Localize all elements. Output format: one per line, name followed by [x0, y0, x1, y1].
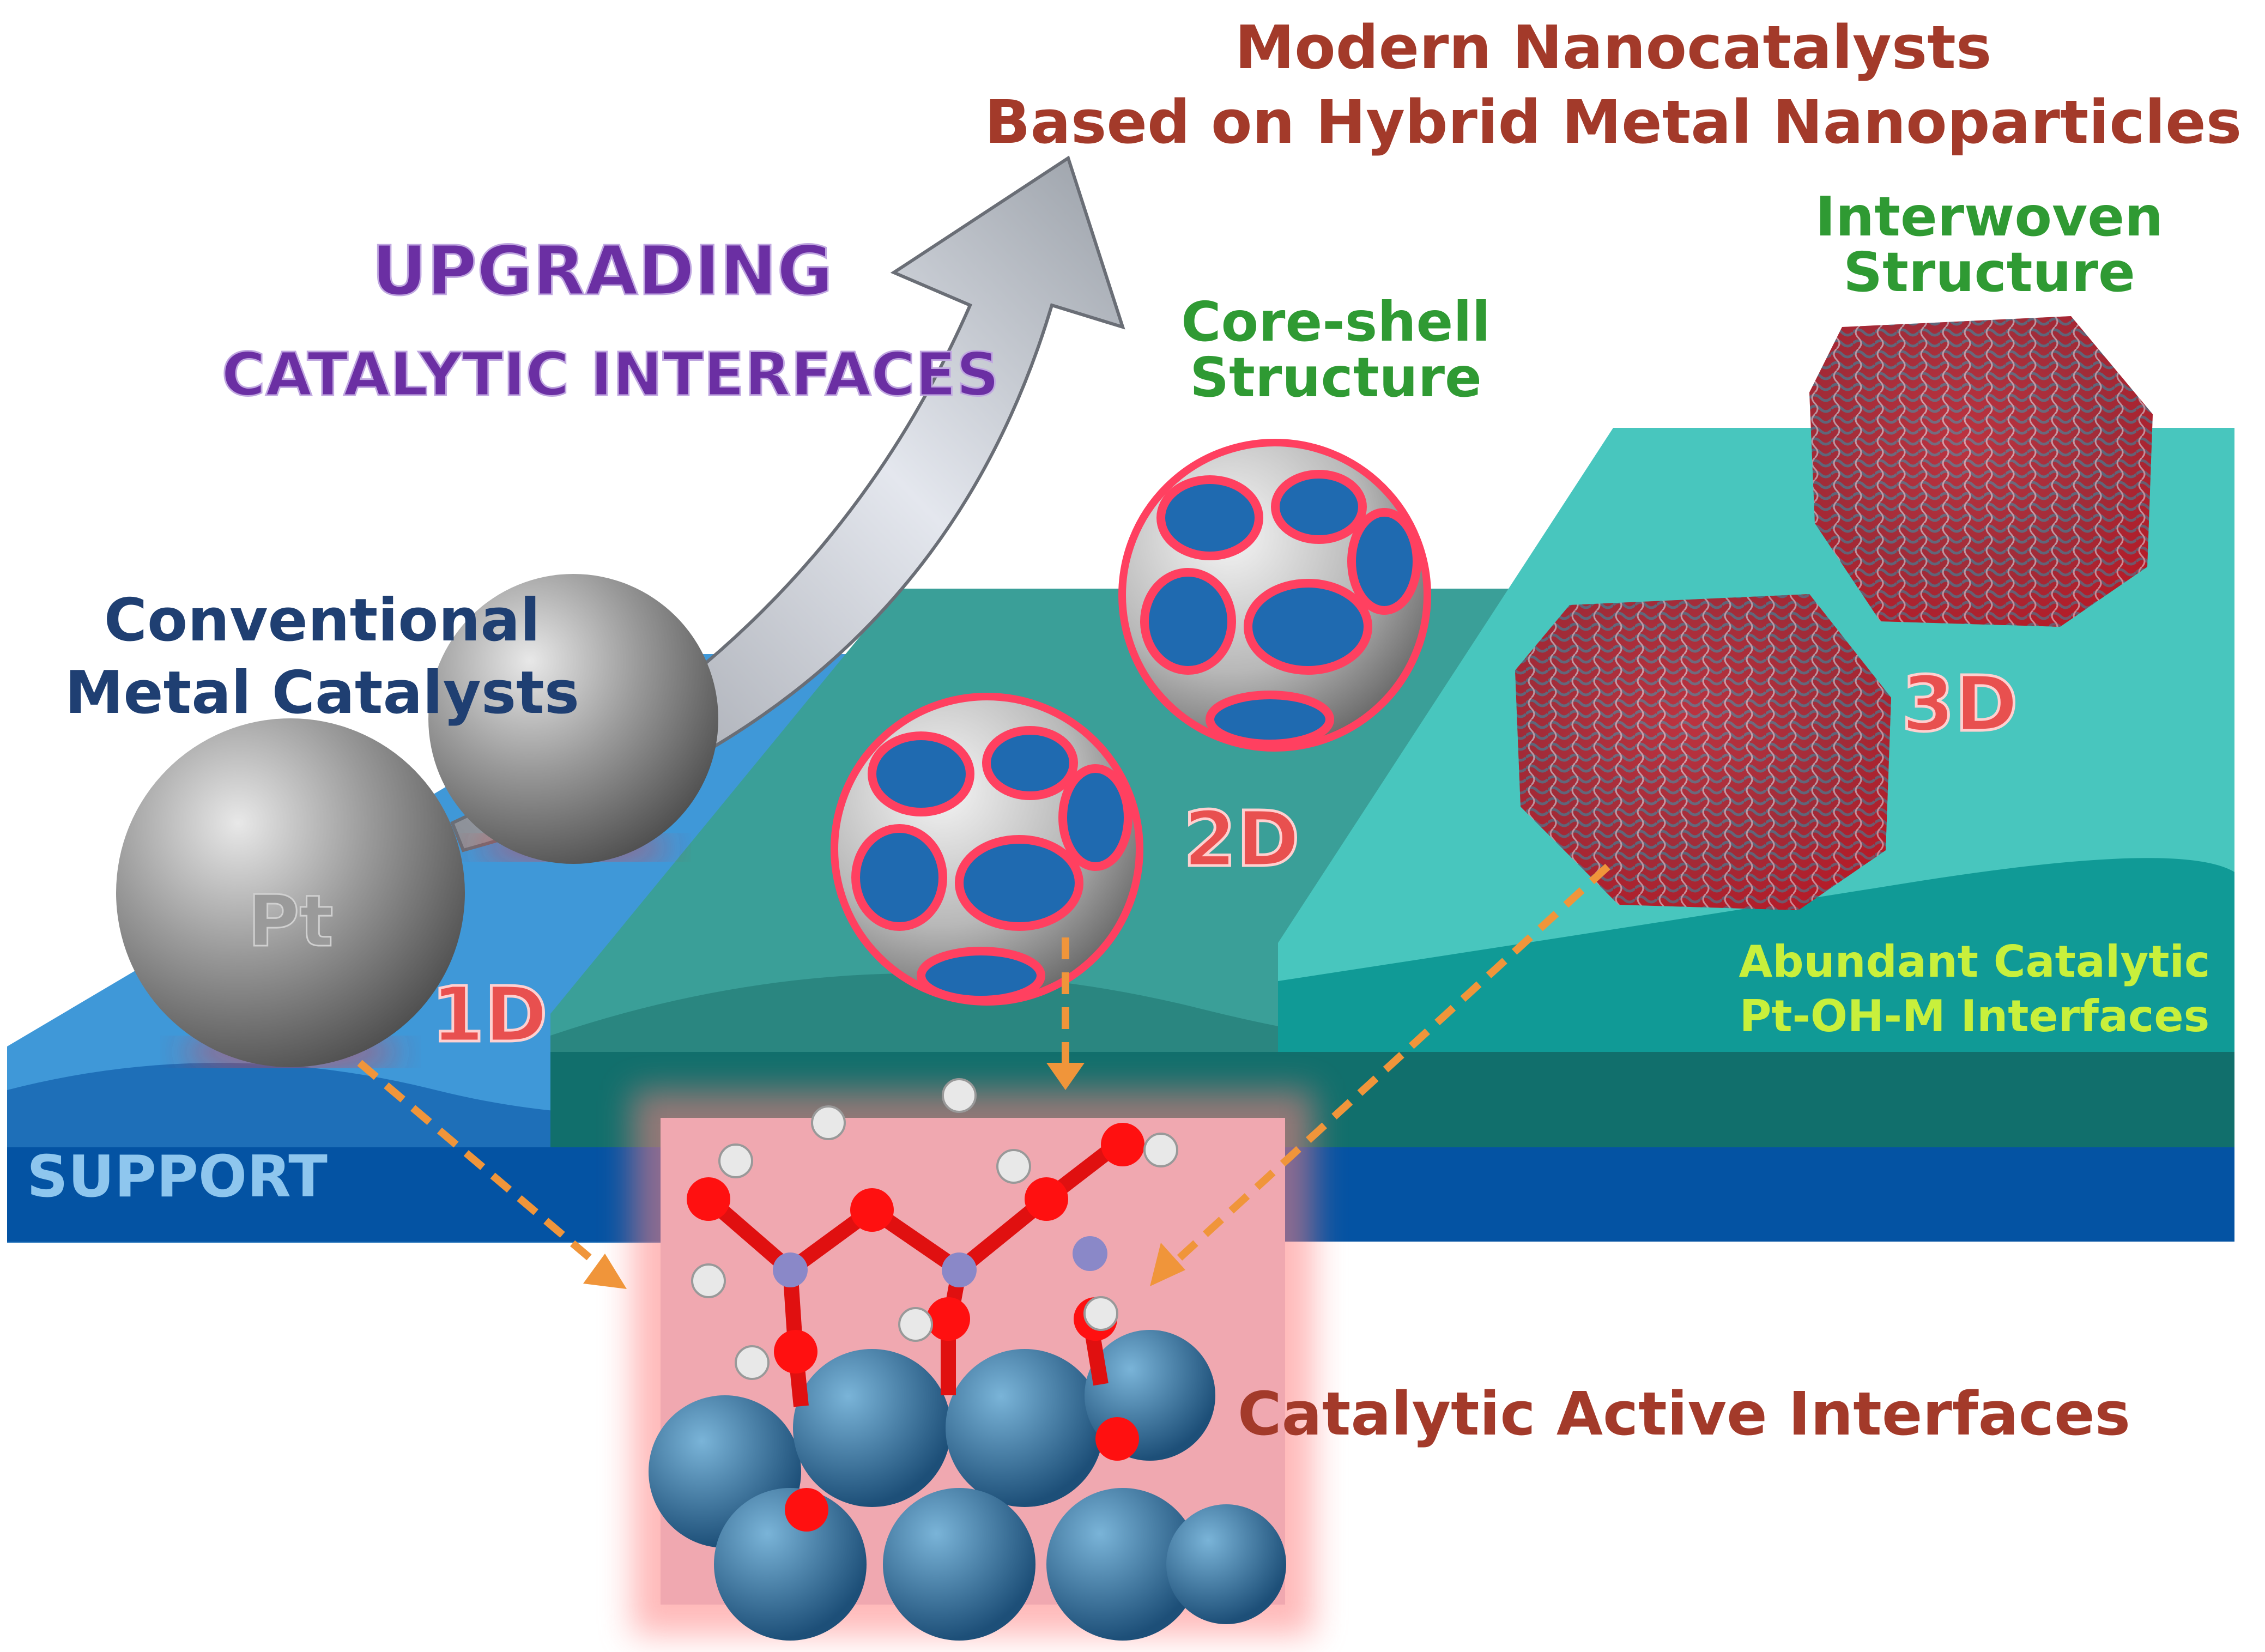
pt-sphere: [116, 718, 465, 1067]
core-shell-label-1: Core-shell: [1181, 290, 1491, 354]
pt-label: Pt: [247, 880, 333, 963]
dimension-1d: 1D: [431, 971, 548, 1060]
abundant-label-1: Abundant Catalytic: [1739, 936, 2211, 987]
arrowheads: [583, 1063, 1185, 1289]
abundant-label-2: Pt-OH-M Interfaces: [1740, 991, 2209, 1042]
dimension-3d: 3D: [1901, 660, 2018, 749]
interface-model: [632, 1078, 1313, 1641]
conventional-label-2: Metal Catalysts: [65, 659, 579, 727]
dashed-arrows: [357, 863, 1610, 1279]
core-shell-label-2: Structure: [1190, 346, 1482, 409]
interwoven-particle: [1515, 594, 1891, 910]
title-line2: Based on Hybrid Metal Nanoparticles: [985, 87, 2242, 157]
active-interfaces-label: Catalytic Active Interfaces: [1238, 1379, 2130, 1449]
upgrading-line2: CATALYTIC INTERFACES: [221, 340, 999, 409]
core-shell-particle: [831, 693, 1143, 1006]
interwoven-label-1: Interwoven: [1815, 185, 2164, 249]
core-shell-particle: [1118, 439, 1431, 752]
interwoven-particle: [1809, 316, 2153, 627]
conventional-label-1: Conventional: [104, 586, 541, 655]
support-label: SUPPORT: [27, 1143, 328, 1210]
dimension-2d: 2D: [1183, 795, 1300, 884]
pt-sphere-back: [428, 574, 718, 864]
upgrading-line1: UPGRADING: [372, 232, 833, 311]
title-line1: Modern Nanocatalysts: [1235, 13, 1992, 82]
interwoven-label-2: Structure: [1843, 240, 2135, 304]
